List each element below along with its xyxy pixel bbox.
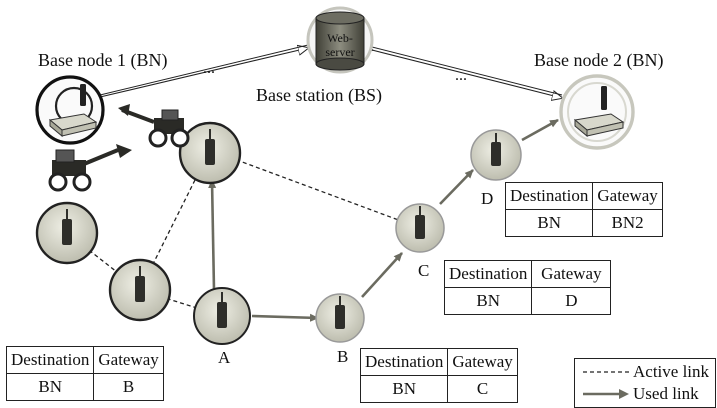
table-cell-gateway: BN2	[592, 209, 663, 237]
table-header-gateway: Gateway	[592, 182, 663, 210]
bs-links	[100, 45, 562, 98]
tractor-icon	[118, 104, 190, 148]
node-b	[315, 293, 365, 343]
legend-used-label: Used link	[633, 384, 699, 403]
table-cell-destination: BN	[504, 209, 594, 237]
web-server-label: Web-server	[325, 31, 354, 59]
dashed-line-icon	[583, 371, 629, 373]
tractor-icon	[48, 144, 132, 192]
legend: Active link Used link	[574, 358, 716, 408]
node-left	[35, 201, 99, 265]
used-link-a-top	[208, 179, 217, 291]
node-a	[193, 287, 251, 345]
node-d	[470, 129, 522, 181]
node-label-d: D	[481, 189, 493, 208]
table-cell-gateway: C	[447, 375, 518, 403]
table-header-gateway: Gateway	[447, 348, 518, 376]
used-link-b-c	[361, 252, 403, 298]
table-header-destination: Destination	[443, 260, 533, 288]
used-link-a-b	[251, 313, 319, 322]
node-c	[395, 203, 445, 253]
table-cell-destination: BN	[359, 375, 449, 403]
table-header-destination: Destination	[359, 348, 449, 376]
active-link-mid-top	[139, 149, 211, 291]
table-cell-destination: BN	[5, 373, 95, 401]
table-header-gateway: Gateway	[93, 346, 164, 374]
legend-active-link: Active link	[583, 362, 709, 382]
table-cell-gateway: D	[531, 287, 612, 315]
web-server-icon: Web-server	[306, 6, 374, 74]
bs-link-right	[372, 50, 562, 98]
legend-active-label: Active link	[633, 362, 710, 381]
active-link-top-c	[209, 149, 421, 229]
table-cell-gateway: B	[93, 373, 164, 401]
ellipsis-right: ...	[455, 67, 467, 84]
node-top	[178, 121, 242, 185]
legend-used-link: Used link	[583, 384, 699, 404]
node-label-b: B	[337, 347, 348, 366]
bs-link-left	[100, 48, 308, 97]
table-header-gateway: Gateway	[531, 260, 612, 288]
table-cell-destination: BN	[443, 287, 533, 315]
base-station-label: Base station (BS)	[256, 85, 382, 106]
base-node-1-label: Base node 1 (BN)	[38, 50, 167, 71]
used-link-d-bn2	[521, 118, 559, 142]
base-node-1	[35, 75, 105, 145]
node-label-a: A	[218, 348, 231, 367]
used-links	[208, 118, 559, 322]
node-label-c: C	[418, 261, 429, 280]
base-node-2	[559, 74, 635, 150]
table-header-destination: Destination	[504, 182, 594, 210]
arrow-line-icon	[583, 389, 629, 399]
base-node-2-label: Base node 2 (BN)	[534, 50, 663, 71]
node-mid	[108, 258, 172, 322]
ellipsis-left: ...	[203, 60, 215, 77]
table-header-destination: Destination	[5, 346, 95, 374]
used-link-c-d	[439, 169, 474, 205]
